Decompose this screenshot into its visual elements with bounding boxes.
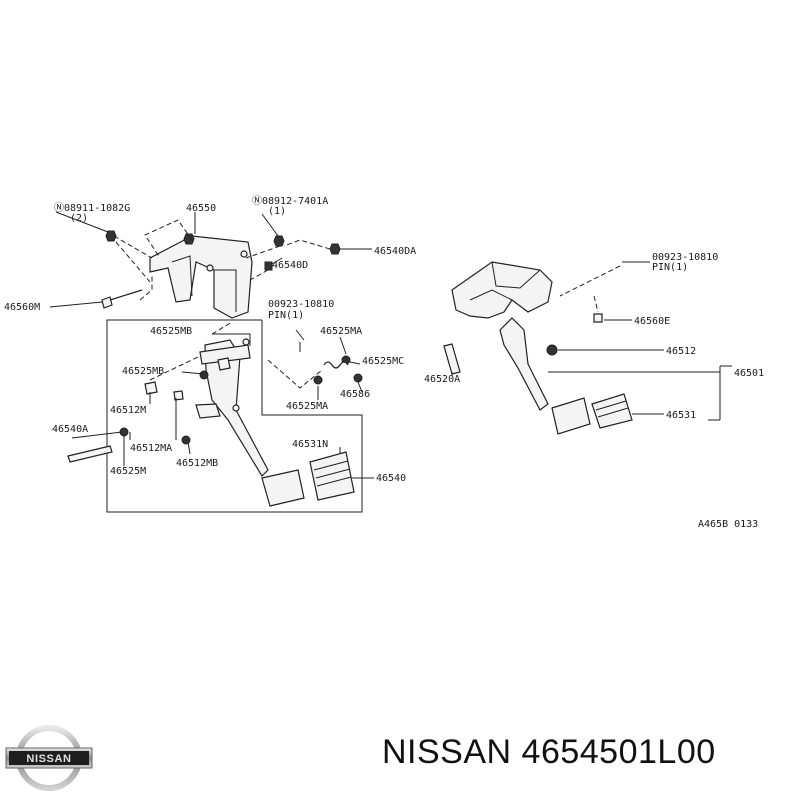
label-pin-left: PIN(1) [268, 310, 304, 321]
label-46512MB: 46512MB [176, 458, 218, 469]
label-46501: 46501 [734, 368, 764, 379]
label-46540A: 46540A [52, 424, 88, 435]
spring-46586 [323, 361, 349, 369]
label-diagram-code: A465B 0133 [698, 519, 758, 530]
label-pin-right: PIN(1) [652, 262, 688, 273]
bolt-46540A [67, 445, 113, 463]
label-00923-right: 00923-10810 [652, 252, 718, 263]
pad-46531 [591, 393, 633, 429]
label-08912: Ⓝ08912-7401A [252, 195, 328, 207]
pedal-bracket-right [451, 261, 553, 319]
label-46525MA-bottom: 46525MA [286, 401, 328, 412]
label-00923-left: 00923-10810 [268, 299, 334, 310]
label-46586: 46586 [340, 389, 370, 400]
pedal-pad-left [261, 469, 305, 507]
caption-part-number: 4654501L00 [521, 733, 716, 771]
clip-46540D [264, 261, 273, 271]
bolt-46560E [593, 313, 603, 323]
label-46525MB-mid: 46525MB [122, 366, 164, 377]
nissan-logo: NISSAN [5, 725, 93, 791]
label-46525MA-top: 46525MA [320, 326, 362, 337]
label-46540D: 46540D [272, 260, 308, 271]
footer: NISSAN NISSAN 4654501L00 [0, 700, 800, 800]
assembly-frame [106, 319, 363, 513]
brake-pedal-right [499, 317, 549, 411]
pad-46531N [309, 451, 355, 501]
label-46520A: 46520A [424, 374, 460, 385]
logo-text: NISSAN [26, 753, 71, 765]
bolt-08911 [105, 230, 117, 242]
nut-08912 [273, 235, 285, 247]
pedal-pad-right [551, 397, 591, 435]
caption-brand: NISSAN [382, 733, 512, 771]
label-46525M: 46525M [110, 466, 146, 477]
label-46525MC: 46525MC [362, 356, 404, 367]
label-08911: Ⓝ08911-1082G [54, 202, 130, 214]
label-46540: 46540 [376, 473, 406, 484]
bush-46512 [546, 344, 558, 356]
label-46560M: 46560M [4, 302, 40, 313]
part-caption: NISSAN 4654501L00 [382, 733, 716, 772]
label-46512: 46512 [666, 346, 696, 357]
bolt-46520A [443, 343, 461, 375]
label-08912-qty: (1) [268, 206, 286, 217]
label-46512M: 46512M [110, 405, 146, 416]
parts-diagram: Ⓝ08911-1082G (2) 46550 Ⓝ08912-7401A (1) … [4, 195, 764, 530]
label-46550: 46550 [186, 203, 216, 214]
bushing-46512M [144, 381, 158, 395]
label-46531: 46531 [666, 410, 696, 421]
pedal-bracket-left [149, 235, 253, 319]
label-08911-qty: (2) [70, 213, 88, 224]
bolt-46560M [101, 289, 143, 309]
label-46560E: 46560E [634, 316, 670, 327]
label-46540DA: 46540DA [374, 246, 416, 257]
label-46531N: 46531N [292, 439, 328, 450]
label-46512MA: 46512MA [130, 443, 172, 454]
label-46525MB-top: 46525MB [150, 326, 192, 337]
